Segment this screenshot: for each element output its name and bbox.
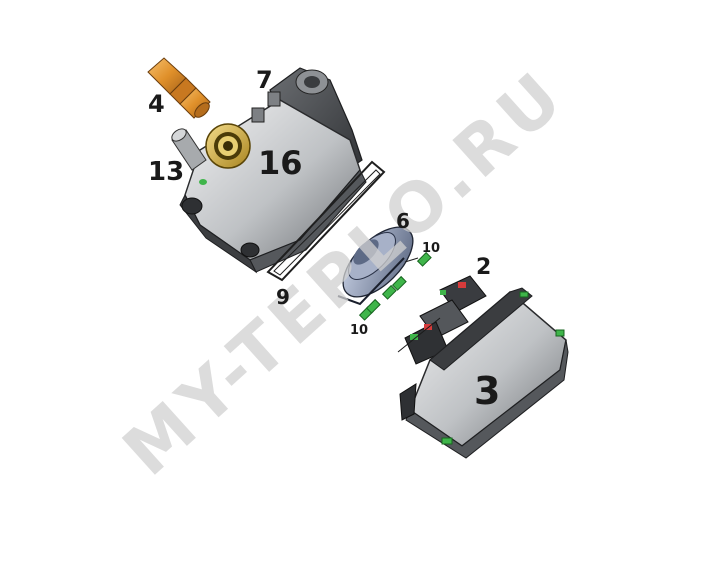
label-part-3: 3	[474, 369, 500, 413]
fitting-part-4	[147, 57, 211, 119]
gasket-part-9	[266, 160, 386, 282]
label-part-10-upper: 10	[422, 241, 440, 256]
label-part-16: 16	[258, 144, 303, 182]
label-part-4: 4	[148, 90, 165, 118]
label-part-6: 6	[396, 209, 410, 233]
label-part-2: 2	[476, 255, 491, 280]
label-part-13: 13	[148, 157, 184, 187]
label-part-7: 7	[256, 66, 273, 94]
cover-part-3	[399, 287, 569, 459]
diaphragm-part-6	[337, 226, 414, 306]
screws-part-10	[358, 251, 432, 321]
label-part-10-lower: 10	[350, 323, 368, 338]
label-part-9: 9	[276, 285, 290, 309]
